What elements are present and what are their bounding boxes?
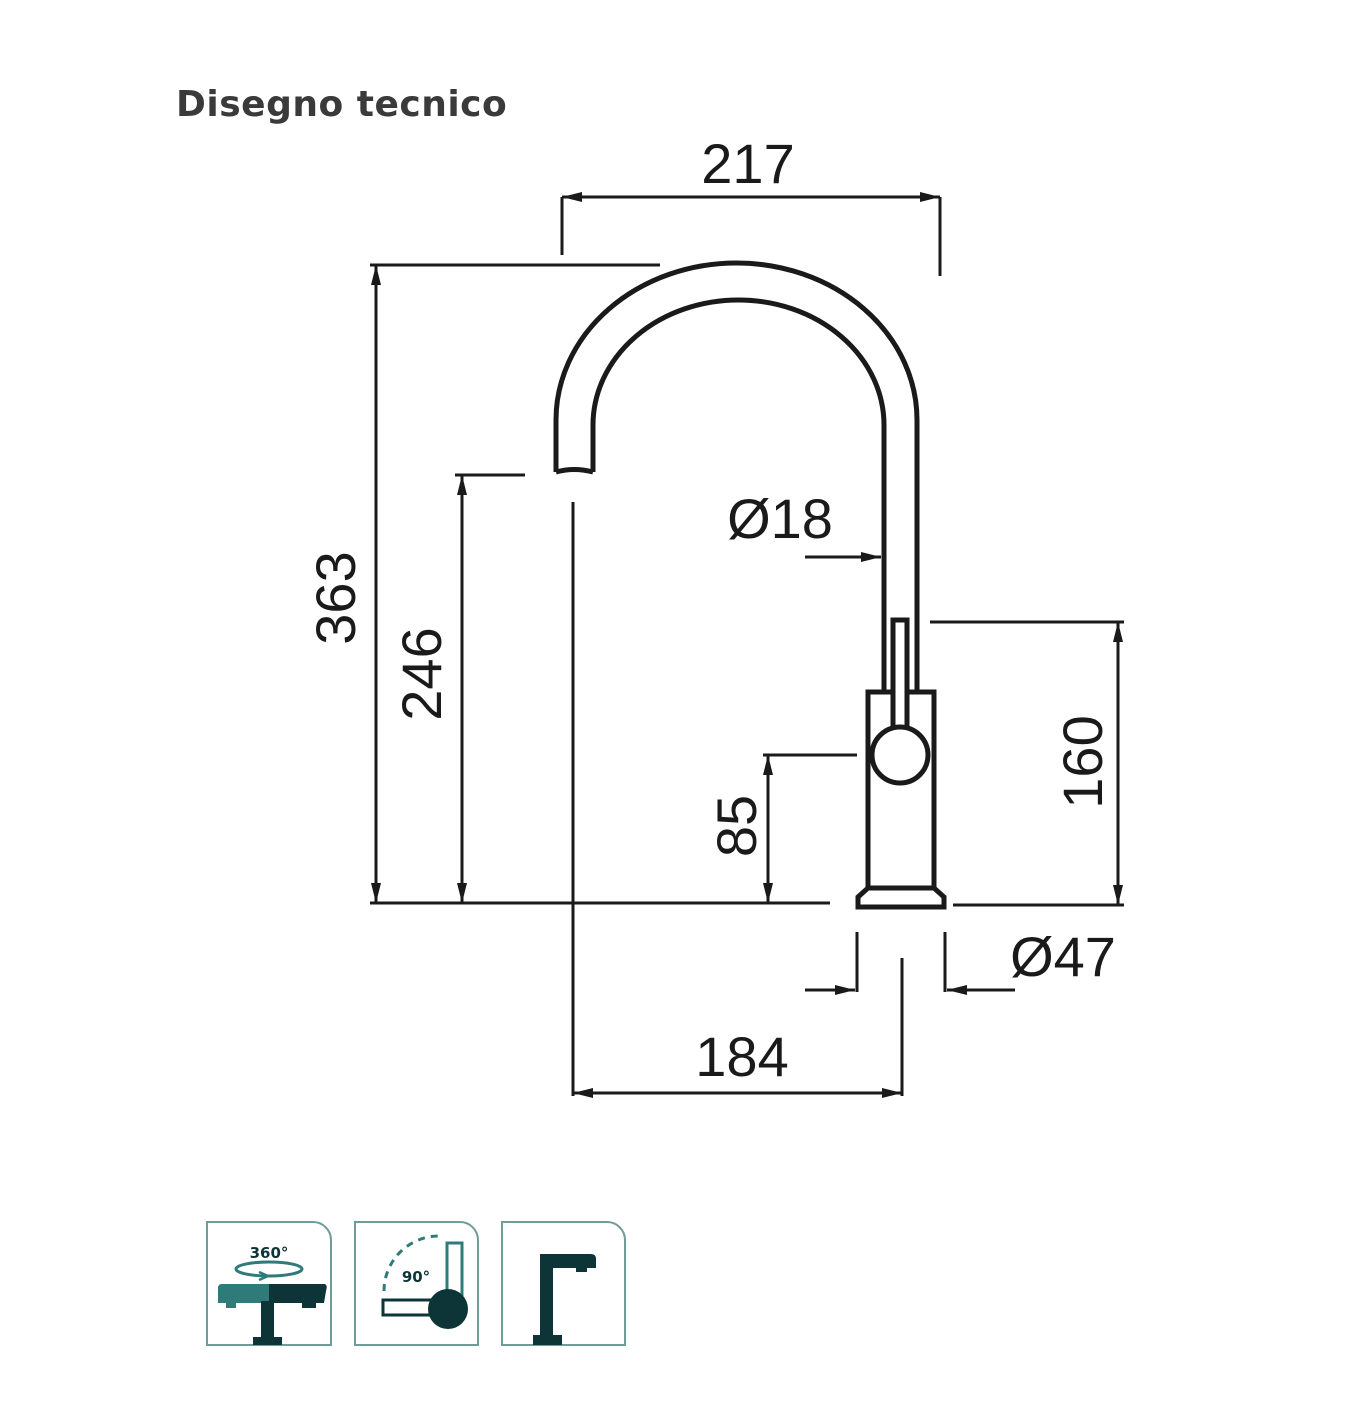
dim-label-363: 363 <box>304 551 367 644</box>
dim-base-diameter: Ø47 <box>805 925 1116 995</box>
spout-tip <box>555 467 594 475</box>
faucet-drawing <box>553 260 947 910</box>
spout-inner <box>590 297 887 692</box>
dim-label-85: 85 <box>705 795 768 857</box>
lever-90-icon: 90° <box>354 1221 479 1346</box>
dim-label-217: 217 <box>701 132 794 195</box>
dim-total-height: 363 <box>304 263 830 905</box>
faucet-base <box>855 885 947 910</box>
lever-label: 90° <box>402 1268 430 1286</box>
lever-knob <box>869 724 931 786</box>
dim-label-246: 246 <box>390 627 453 720</box>
dim-spout-height: 246 <box>390 473 525 903</box>
dim-hole-to-outlet: 184 <box>571 502 904 1098</box>
dim-body-height: 160 <box>930 620 1124 907</box>
dim-label-160: 160 <box>1051 715 1114 808</box>
page-title: Disegno tecnico <box>176 84 508 125</box>
dim-lever-height: 85 <box>705 753 857 903</box>
swivel-label: 360° <box>250 1244 289 1262</box>
dim-label-d47: Ø47 <box>1010 925 1116 988</box>
dim-label-184: 184 <box>695 1025 788 1088</box>
swivel-360-icon: 360° <box>206 1221 332 1346</box>
spout-outer <box>553 260 920 692</box>
lever-handle <box>890 617 910 735</box>
dim-spout-reach: 217 <box>560 132 942 276</box>
fixed-spout-icon <box>501 1221 626 1346</box>
dim-label-d18: Ø18 <box>727 487 833 550</box>
dim-tube-diameter: Ø18 <box>727 487 881 562</box>
